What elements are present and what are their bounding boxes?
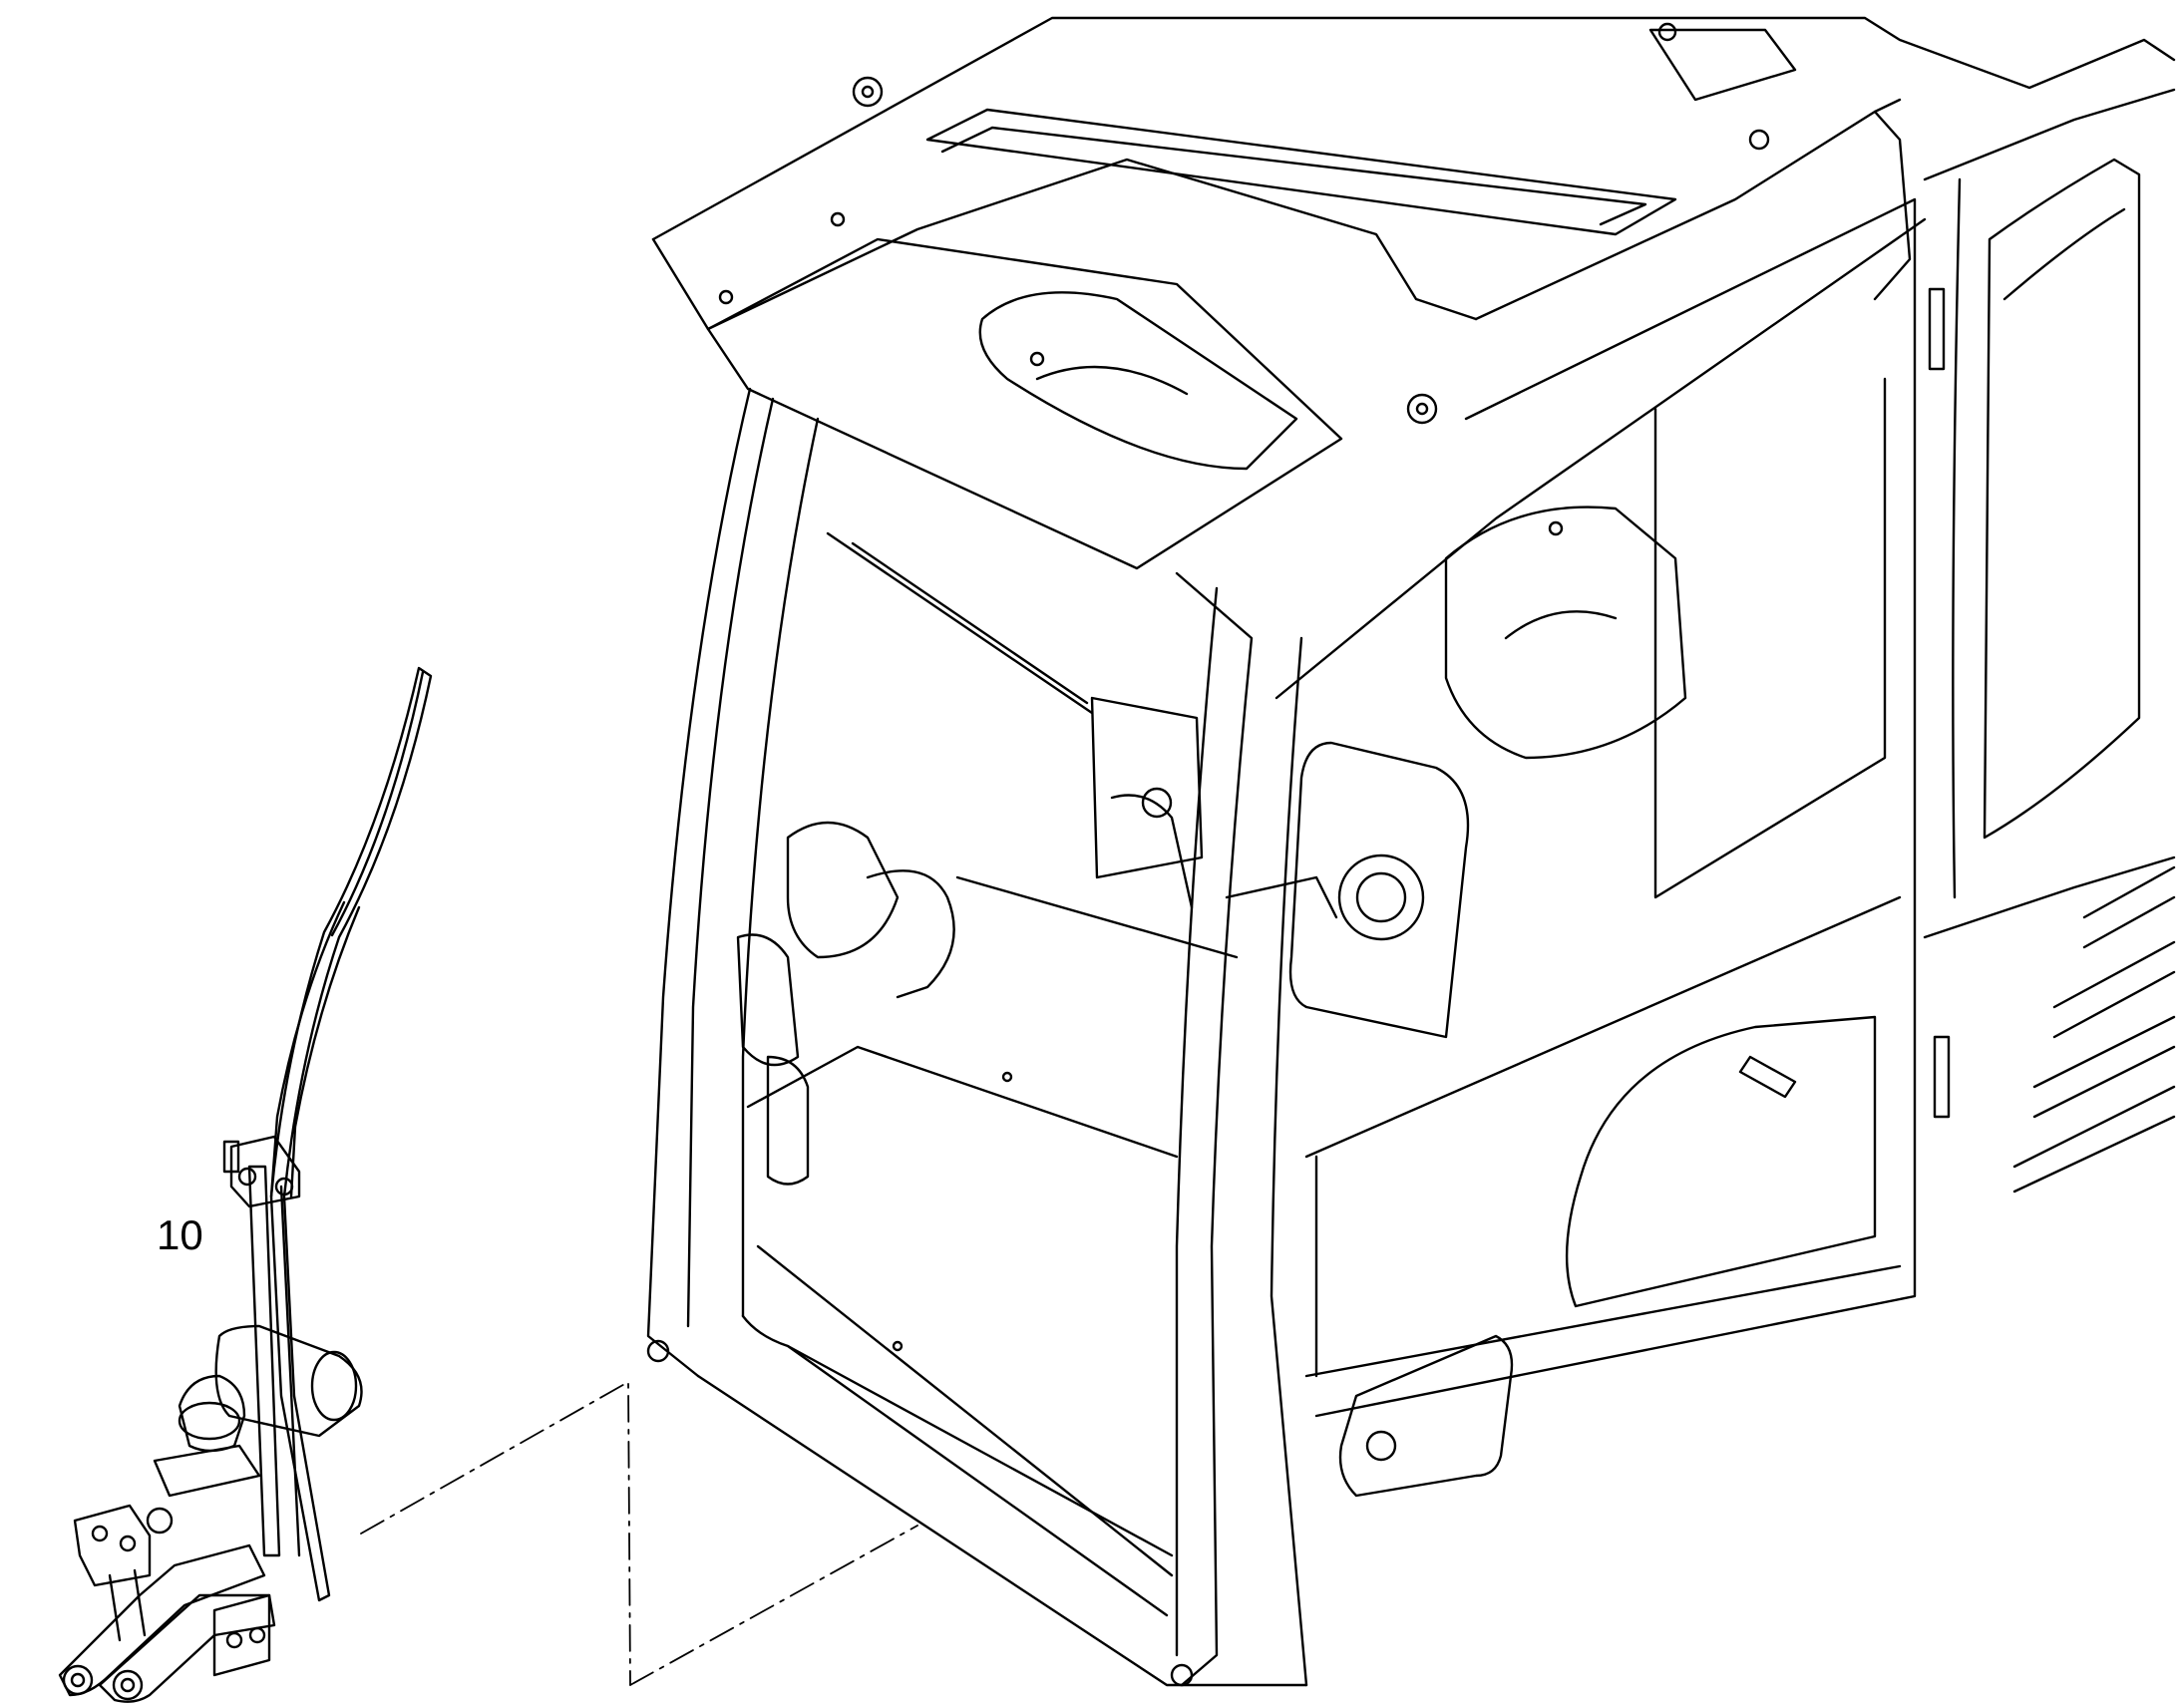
wiper-assembly bbox=[58, 666, 433, 1703]
part-callout-wiper: 10 bbox=[157, 1211, 203, 1258]
cab-body bbox=[646, 16, 2176, 1687]
assembly-leader-lines bbox=[360, 1381, 918, 1686]
